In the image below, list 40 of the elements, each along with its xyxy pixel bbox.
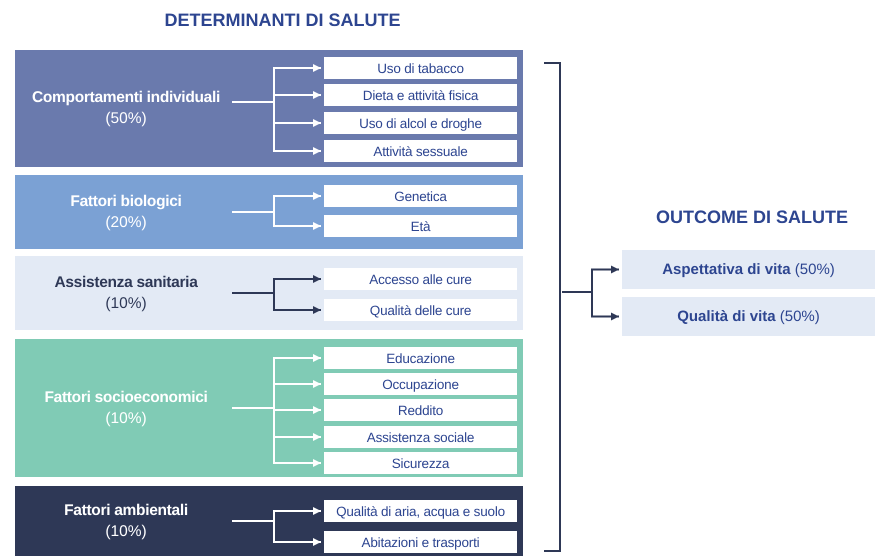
percentage-text: (20%)	[105, 214, 147, 232]
category-band	[15, 175, 523, 249]
arrow	[232, 520, 321, 546]
bracket	[543, 62, 562, 552]
outcome-box: Aspettativa di vita (50%)	[622, 250, 875, 289]
factor-box: Età	[324, 215, 517, 237]
category-band	[15, 50, 523, 167]
heading-text: Fattori ambientali	[64, 502, 188, 520]
factor-box: Sicurezza	[324, 452, 517, 474]
section-heading: OUTCOME DI SALUTE	[655, 207, 849, 228]
factor-box: Dieta e attività fisica	[324, 84, 517, 106]
factor-box: Genetica	[324, 185, 517, 207]
factor-box: Qualità delle cure	[324, 299, 517, 321]
factor-box: Uso di alcol e droghe	[324, 112, 517, 134]
factor-box: Abitazioni e trasporti	[324, 531, 517, 553]
heading-text: Fattori socioeconomici	[44, 388, 208, 406]
percentage-text: (10%)	[105, 294, 147, 312]
arrow	[232, 211, 321, 230]
percentage-text: (10%)	[105, 522, 147, 540]
outcome-box: Qualità di vita (50%)	[622, 297, 875, 336]
factor-box: Reddito	[324, 399, 517, 421]
percentage-text: (10%)	[105, 410, 147, 428]
factor-box: Occupazione	[324, 373, 517, 395]
factor-box: Qualità di aria, acqua e suolo	[324, 500, 517, 522]
factor-box: Accesso alle cure	[324, 268, 517, 290]
category-band	[15, 486, 523, 556]
title: DETERMINANTI DI SALUTE	[164, 10, 402, 31]
percentage-text: (50%)	[105, 110, 147, 128]
category-band	[15, 339, 523, 477]
arrow	[232, 292, 321, 314]
factor-box: Educazione	[324, 347, 517, 369]
heading-text: Comportamenti individuali	[32, 88, 220, 106]
arrow	[562, 291, 619, 320]
heading-text: Fattori biologici	[70, 192, 182, 210]
factor-box: Attività sessuale	[324, 140, 517, 162]
arrow	[232, 101, 321, 155]
factor-box: Assistenza sociale	[324, 426, 517, 448]
heading-text: Assistenza sanitaria	[54, 274, 198, 292]
factor-box: Uso di tabacco	[324, 57, 517, 79]
category-band	[15, 256, 523, 330]
